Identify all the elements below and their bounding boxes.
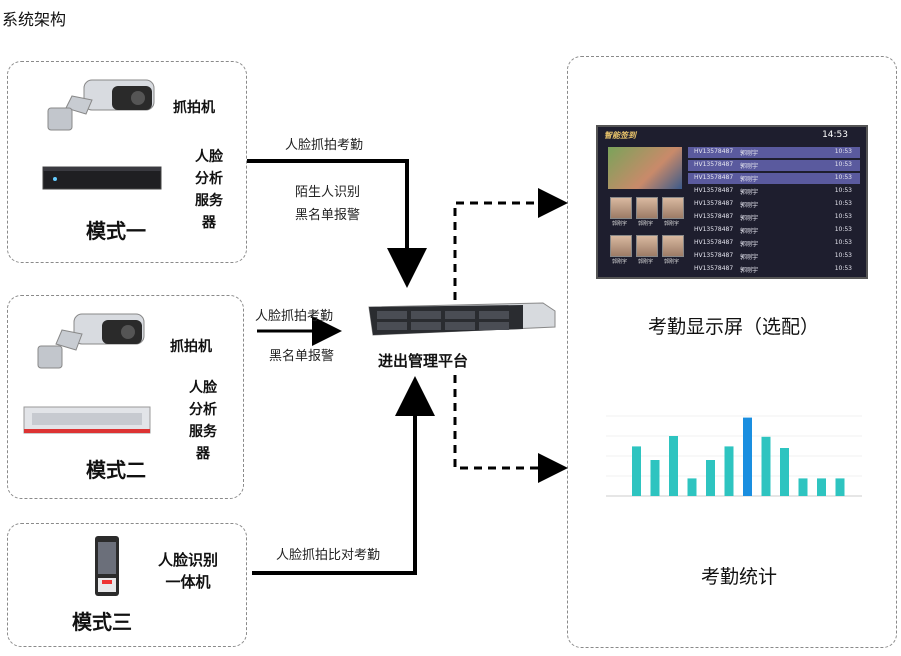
monitor-row-name: 郭刚宇 — [740, 267, 759, 274]
mode2-camera-label: 抓拍机 — [170, 339, 212, 355]
monitor-row-time: 10:53 — [834, 252, 852, 259]
monitor-row-time: 10:53 — [834, 148, 852, 155]
monitor-row-time: 10:53 — [834, 174, 852, 181]
monitor-thumbnail — [662, 197, 684, 219]
chart-bar — [724, 446, 734, 496]
monitor-thumbnail-caption: 郭刚宇 — [612, 221, 628, 227]
monitor-row-name: 郭刚宇 — [740, 189, 759, 196]
monitor-row: HV13578487 郭刚宇 10:53 — [688, 251, 860, 262]
edge-label: 黑名单报警 — [269, 349, 335, 364]
monitor-row: HV13578487 郭刚宇 10:53 — [688, 160, 860, 171]
server-icon — [42, 166, 162, 190]
edge-label: 陌生人识别 — [295, 185, 361, 200]
mode1-server-label: 人脸 分析 服务 器 — [195, 149, 223, 231]
monitor-row: HV13578487 郭刚宇 10:53 — [688, 212, 860, 223]
monitor-thumbnail — [610, 197, 632, 219]
monitor-row-name: 郭刚宇 — [740, 163, 759, 170]
monitor-row: HV13578487 郭刚宇 10:53 — [688, 186, 860, 197]
monitor-time: 14:53 — [822, 130, 848, 140]
mode2-name: 模式二 — [86, 458, 146, 482]
stats-label: 考勤统计 — [701, 566, 778, 588]
mode1-name: 模式一 — [86, 219, 146, 243]
mode3-device-label: 人脸识别 一体机 — [157, 551, 218, 591]
mode2-server-label: 人脸 分析 服务 器 — [189, 380, 217, 462]
monitor-title: 智能签到 — [604, 131, 636, 140]
mode2-box — [7, 295, 244, 499]
chart-bar — [650, 460, 660, 496]
display-label: 考勤显示屏（选配） — [648, 316, 820, 338]
monitor-row-name: 郭刚宇 — [740, 176, 759, 183]
monitor-row-id: HV13578487 — [694, 265, 734, 272]
monitor-row: HV13578487 郭刚宇 10:53 — [688, 238, 860, 249]
monitor-row-id: HV13578487 — [694, 174, 734, 181]
monitor-row-id: HV13578487 — [694, 161, 734, 168]
monitor-row-name: 郭刚宇 — [740, 241, 759, 248]
monitor-thumbnail — [662, 235, 684, 257]
monitor-photo — [608, 147, 682, 189]
monitor-thumbnail-caption: 郭刚宇 — [612, 259, 628, 265]
monitor-row-id: HV13578487 — [694, 226, 734, 233]
monitor-row-time: 10:53 — [834, 161, 852, 168]
chart-bar — [761, 436, 771, 496]
monitor-thumbnail-caption: 郭刚宇 — [664, 221, 680, 227]
monitor-row-id: HV13578487 — [694, 239, 734, 246]
monitor-row-time: 10:53 — [834, 213, 852, 220]
camera-icon — [47, 79, 155, 131]
edge-label: 人脸抓拍考勤 — [255, 309, 334, 324]
monitor-row-time: 10:53 — [834, 239, 852, 246]
monitor-row-name: 郭刚宇 — [740, 202, 759, 209]
output-box — [567, 56, 897, 648]
monitor-row: HV13578487 郭刚宇 10:53 — [688, 147, 860, 158]
monitor-row-time: 10:53 — [834, 265, 852, 272]
monitor-row-name: 郭刚宇 — [740, 228, 759, 235]
monitor-row-id: HV13578487 — [694, 187, 734, 194]
monitor-row: HV13578487 郭刚宇 10:53 — [688, 225, 860, 236]
monitor-row: HV13578487 郭刚宇 10:53 — [688, 264, 860, 275]
monitor-row-id: HV13578487 — [694, 148, 734, 155]
edge-label: 人脸抓拍比对考勤 — [276, 548, 381, 563]
monitor-row-id: HV13578487 — [694, 200, 734, 207]
monitor-row-time: 10:53 — [834, 226, 852, 233]
monitor-row: HV13578487 郭刚宇 10:53 — [688, 173, 860, 184]
monitor-row-id: HV13578487 — [694, 213, 734, 220]
chart-bar — [798, 478, 808, 496]
monitor-thumbnail — [610, 235, 632, 257]
edge-label: 人脸抓拍考勤 — [285, 138, 364, 153]
chart-bar — [835, 478, 845, 496]
mode1-box — [7, 61, 247, 263]
monitor-thumbnail — [636, 197, 658, 219]
attendance-display-screen: 智能签到 14:53 郭刚宇郭刚宇郭刚宇郭刚宇郭刚宇郭刚宇 HV13578487… — [596, 125, 868, 279]
mode3-name: 模式三 — [72, 610, 132, 634]
monitor-row-name: 郭刚宇 — [740, 150, 759, 157]
monitor-row-name: 郭刚宇 — [740, 254, 759, 261]
monitor-row-time: 10:53 — [834, 187, 852, 194]
mode3-box — [7, 523, 247, 647]
monitor-thumbnail-caption: 郭刚宇 — [638, 221, 654, 227]
platform-label: 进出管理平台 — [378, 352, 469, 370]
chart-bar — [780, 448, 789, 496]
chart-bar — [817, 478, 826, 496]
monitor-row-time: 10:53 — [834, 200, 852, 207]
chart-bar — [632, 446, 641, 496]
monitor-row: HV13578487 郭刚宇 10:53 — [688, 199, 860, 210]
terminal-icon — [95, 536, 119, 596]
page-title: 系统架构 — [2, 10, 67, 29]
monitor-thumbnail-caption: 郭刚宇 — [638, 259, 654, 265]
monitor-row-name: 郭刚宇 — [740, 215, 759, 222]
camera-icon — [37, 313, 145, 369]
chart-bar — [743, 417, 752, 496]
chart-bar — [687, 478, 697, 496]
edge-label: 黑名单报警 — [295, 208, 361, 223]
chart-bar — [669, 436, 678, 496]
monitor-row-id: HV13578487 — [694, 252, 734, 259]
attendance-chart — [606, 415, 862, 497]
mode1-camera-label: 抓拍机 — [173, 100, 215, 116]
monitor-thumbnail-caption: 郭刚宇 — [664, 259, 680, 265]
monitor-thumbnail — [636, 235, 658, 257]
platform-server-icon — [368, 302, 556, 336]
server-icon — [23, 406, 151, 434]
chart-bar — [706, 460, 715, 496]
